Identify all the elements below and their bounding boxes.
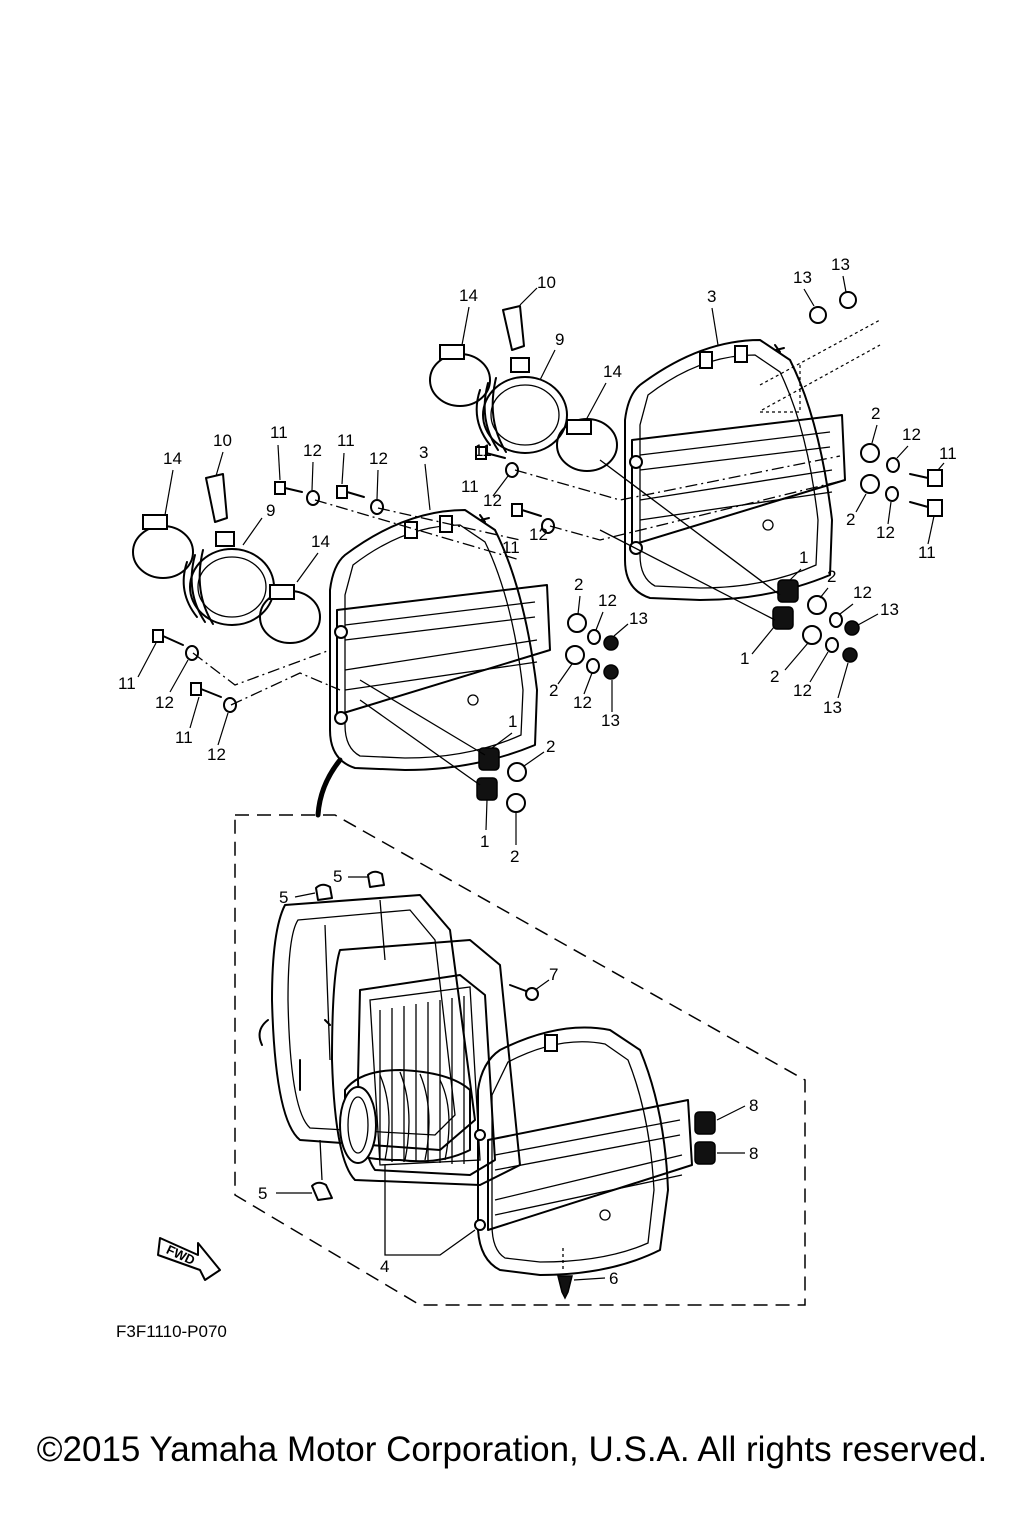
- callout-nut: 13: [880, 600, 899, 619]
- left-intake-boot: [182, 473, 275, 626]
- right-bolt-upper: [475, 446, 519, 478]
- right-grommets: [772, 579, 860, 663]
- callout-collar: 2: [770, 667, 779, 686]
- exploded-intake-duct: [339, 1069, 471, 1164]
- callout-hose-clamp: 14: [311, 532, 330, 551]
- callout-grommet: 1: [480, 832, 489, 851]
- callout-labels: 14 10 9 11 12 11 12 3 14 11 12 11 12 2 1…: [118, 255, 957, 1288]
- fwd-direction-arrow: FWD: [157, 1237, 221, 1281]
- right-air-box-housing: [624, 339, 846, 601]
- callout-screw: 7: [549, 965, 558, 984]
- callout-grommet: 1: [508, 712, 517, 731]
- callout-collar: 2: [871, 404, 880, 423]
- callout-air-filter: 4: [380, 1257, 389, 1276]
- callout-bolt: 11: [337, 431, 355, 450]
- callout-bolt: 11: [474, 441, 492, 460]
- callout-hose-clamp: 14: [459, 286, 478, 305]
- left-bolts-side: [152, 629, 237, 713]
- callout-washer: 12: [793, 681, 812, 700]
- callout-collar: 2: [510, 847, 519, 866]
- callout-bolt: 11: [461, 477, 479, 496]
- callout-collar: 2: [546, 737, 555, 756]
- callout-washer: 12: [303, 441, 322, 460]
- left-side-hardware: [565, 613, 619, 680]
- callout-hose-clamp: 14: [603, 362, 622, 381]
- callout-washer: 12: [155, 693, 174, 712]
- exploded-hardware: [311, 870, 716, 1300]
- callout-washer: 12: [207, 745, 226, 764]
- callout-hose-clamp: 14: [163, 449, 182, 468]
- callout-washer: 12: [529, 525, 548, 544]
- callout-washer: 12: [573, 693, 592, 712]
- callout-washer: 12: [853, 583, 872, 602]
- right-intake-boot: [475, 305, 568, 454]
- callout-grommet: 1: [740, 649, 749, 668]
- callout-nut: 13: [629, 609, 648, 628]
- callout-collar: 2: [827, 567, 836, 586]
- callout-washer: 12: [369, 449, 388, 468]
- callout-drain-plug: 6: [609, 1269, 618, 1288]
- callout-clip: 5: [333, 867, 342, 886]
- left-air-box-assembly: [132, 473, 619, 818]
- exploded-air-box-halves: [258, 894, 693, 1276]
- callout-washer: 12: [598, 591, 617, 610]
- callout-nut: 13: [601, 711, 620, 730]
- callout-pipe-fitting: 10: [537, 273, 556, 292]
- callout-nut: 13: [823, 698, 842, 717]
- callout-clip: 5: [279, 888, 288, 907]
- callout-bolt: 11: [502, 538, 520, 557]
- left-air-box-housing: [315, 509, 551, 818]
- right-hose-clamp-upper: [429, 344, 491, 407]
- callout-bolt: 11: [939, 444, 957, 463]
- callout-grommet: 1: [799, 548, 808, 567]
- right-side-bolts: [860, 443, 943, 517]
- callout-nut: 13: [831, 255, 850, 274]
- copyright-notice: ©2015 Yamaha Motor Corporation, U.S.A. A…: [36, 1430, 988, 1469]
- diagram-code: F3F1110-P070: [116, 1322, 227, 1341]
- callout-bolt: 11: [175, 728, 193, 747]
- right-bolt-lower: [511, 503, 555, 534]
- callout-intake-boot: 9: [555, 330, 564, 349]
- left-grommets: [476, 747, 527, 813]
- exploded-view-frame: [234, 814, 806, 1306]
- callout-nut: 13: [793, 268, 812, 287]
- callout-clip: 5: [258, 1184, 267, 1203]
- callout-bolt: 11: [918, 543, 936, 562]
- callout-washer: 12: [902, 425, 921, 444]
- left-hose-clamp-upper: [132, 514, 194, 579]
- callout-grommet: 8: [749, 1096, 758, 1115]
- callout-bolt: 11: [118, 674, 136, 693]
- callout-air-box: 3: [707, 287, 716, 306]
- callout-washer: 12: [483, 491, 502, 510]
- callout-grommet: 8: [749, 1144, 758, 1163]
- left-bolts-top: [274, 481, 384, 515]
- right-air-box-assembly: [429, 291, 943, 663]
- callout-washer: 12: [876, 523, 895, 542]
- callout-bolt: 11: [270, 423, 288, 442]
- callout-collar: 2: [549, 681, 558, 700]
- callout-collar: 2: [846, 510, 855, 529]
- right-hose-clamp-lower: [556, 418, 618, 472]
- callout-collar: 2: [574, 575, 583, 594]
- callout-pipe-fitting: 10: [213, 431, 232, 450]
- right-nuts-top: [809, 291, 857, 324]
- left-hose-clamp-lower: [259, 584, 321, 644]
- callout-air-box: 3: [419, 443, 428, 462]
- callout-intake-boot: 9: [266, 501, 275, 520]
